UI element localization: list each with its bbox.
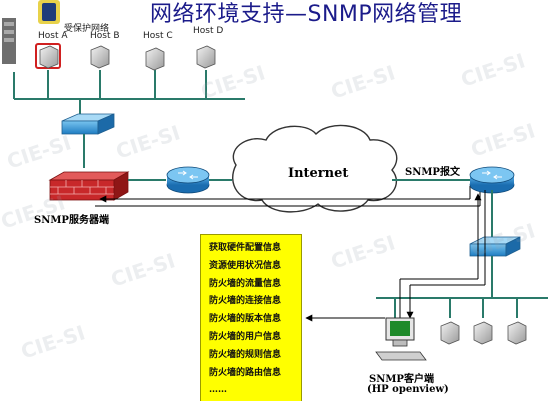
pc-1-icon [440,321,460,345]
pc-3-icon [507,321,527,345]
info-item: 防火墙的流量信息 [209,278,282,289]
host-b-icon [90,45,110,69]
right-router-icon [469,166,515,194]
protected-network-label: 受保护网络 [64,24,110,34]
snmp-message-label: SNMP报文 [405,167,460,178]
info-item: 防火墙的路由信息 [209,367,282,378]
snmp-client-sub-label: (HP openview) [367,384,449,395]
snmp-client-label: SNMP客户端 [369,374,434,385]
info-item: 防火墙的规则信息 [209,349,282,360]
pc-2-icon [473,321,493,345]
info-item: 防火墙的用户信息 [209,331,282,342]
right-switch-icon [469,236,521,257]
host-a-icon [35,43,61,69]
internet-label: Internet [288,166,349,181]
info-list: 获取硬件配置信息 资源使用状况信息 防火墙的流量信息 防火墙的连接信息 防火墙的… [201,235,301,400]
info-item: 资源使用状况信息 [209,260,282,271]
host-a-label: Host A [38,31,68,41]
info-item: 防火墙的连接信息 [209,296,282,307]
info-box: 获取硬件配置信息 资源使用状况信息 防火墙的流量信息 防火墙的连接信息 防火墙的… [200,234,302,401]
host-b-label: Host B [90,31,120,41]
page-title: 网络环境支持—SNMP网络管理 [150,2,463,27]
server-rack-icon [2,18,16,64]
left-router-icon [166,166,210,194]
internet-cloud [232,124,398,213]
info-item: 防火墙的版本信息 [209,314,282,325]
host-c-label: Host C [143,31,173,41]
workstation-icon [375,317,427,361]
logo-emblem [38,0,60,24]
info-item: 获取硬件配置信息 [209,243,282,253]
host-c-icon [145,47,165,71]
firewall-icon [48,171,130,201]
host-d-icon [196,45,216,69]
host-d-label: Host D [193,26,224,36]
snmp-server-label: SNMP服务器端 [34,215,109,226]
left-switch-icon [61,113,115,135]
info-item: …… [209,385,227,396]
